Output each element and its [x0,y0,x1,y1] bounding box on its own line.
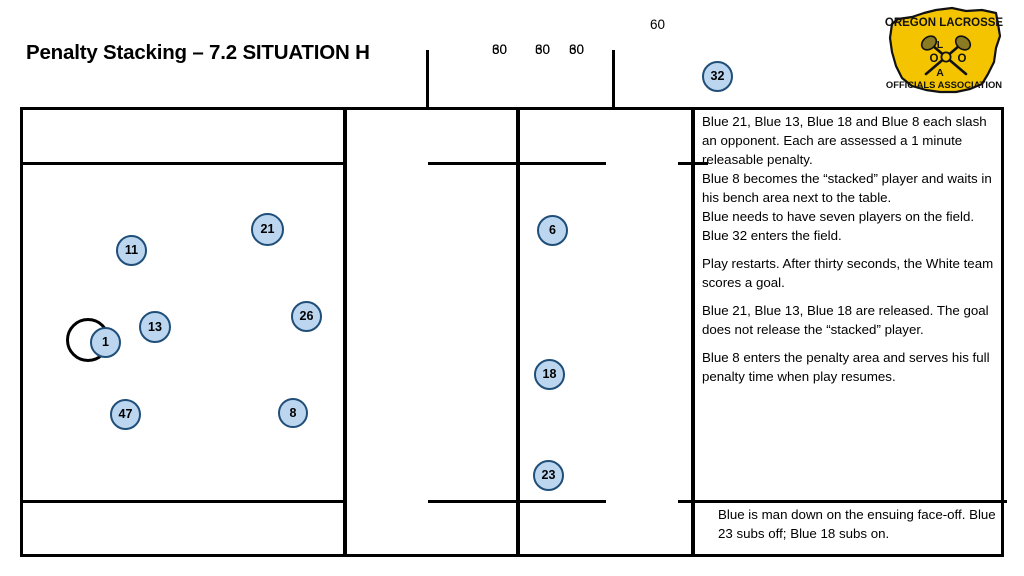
player-token-6[interactable]: 6 [537,215,568,246]
page-title: Penalty Stacking – 7.2 SITUATION H [26,41,370,64]
distance-label-top-right-text: 60 [650,17,666,32]
distance-label-3-overlay: 60 [569,42,585,57]
tick-mark-left [426,50,429,107]
player-token-21[interactable]: 21 [251,213,284,246]
player-token-47[interactable]: 47 [110,399,141,430]
panel-paragraph-3: Blue needs to have seven players on the … [702,209,975,243]
logo-line2: OFFICIALS ASSOCIATION [886,79,1002,90]
panel-paragraph-4: Play restarts. After thirty seconds, the… [702,256,994,290]
panel-paragraph-2: Blue 8 becomes the “stacked” player and … [702,171,992,205]
logo-letter-l: L [937,39,944,51]
player-number-23: 23 [541,468,556,483]
player-number-32: 32 [710,69,725,84]
distance-label-1-text: 30 [492,42,508,57]
panel-paragraph-1: Blue 21, Blue 13, Blue 18 and Blue 8 eac… [702,114,987,167]
player-token-1-goalie[interactable]: 1 [90,327,121,358]
player-number-47: 47 [118,407,133,422]
distance-label-3-text: 30 [569,42,585,57]
panel-footer-text: Blue is man down on the ensuing face-off… [718,507,996,541]
logo-letter-a: A [936,67,944,79]
field-line-top-left-box [23,162,347,165]
player-token-23[interactable]: 23 [533,460,564,491]
player-number-11: 11 [124,243,139,258]
player-token-32[interactable]: 32 [702,61,733,92]
field-line-center [516,110,520,554]
player-number-1: 1 [102,335,109,350]
distance-label-1-overlay: 60 [492,42,508,57]
player-number-26: 26 [299,309,314,324]
panel-footer: Blue is man down on the ensuing face-off… [718,505,1004,543]
field-line-restraining-right [691,110,695,554]
oregon-lacrosse-officials-logo: OREGON LACROSSE L O O A OFFICIALS ASSOCI… [878,2,1010,98]
field-line-bottom-left-box [23,500,347,503]
lacrosse-field-diagram: 11 21 26 13 1 47 8 6 18 23 [20,107,1007,557]
field-line-wing-top [428,162,606,165]
distance-label-2-text: 30 [535,42,551,57]
field-line-right-stub-top [678,162,708,165]
player-number-6: 6 [549,223,556,238]
field-line-right-stub-bottom [678,500,708,503]
field-line-wing-bottom [428,500,606,503]
player-number-21: 21 [260,222,275,237]
player-token-18[interactable]: 18 [534,359,565,390]
player-token-26[interactable]: 26 [291,301,322,332]
panel-paragraph-6: Blue 8 enters the penalty area and serve… [702,350,990,384]
player-token-13[interactable]: 13 [139,311,171,343]
logo-letter-o-left: O [930,53,939,65]
panel-paragraph-5: Blue 21, Blue 13, Blue 18 are released. … [702,303,989,337]
field-line-restraining-left [343,110,347,554]
player-token-8[interactable]: 8 [278,398,308,428]
tick-mark-center [612,50,615,107]
player-number-8: 8 [289,405,297,420]
player-token-11[interactable]: 11 [116,235,147,266]
distance-label-2-overlay: 60 [535,42,551,57]
situation-description-panel: Blue 21, Blue 13, Blue 18 and Blue 8 eac… [702,112,1002,552]
player-number-13: 13 [148,319,162,334]
logo-letter-o-right: O [958,53,967,65]
panel-divider-bottom [694,500,1007,503]
logo-line1: OREGON LACROSSE [885,17,1004,29]
player-number-18: 18 [542,367,557,382]
